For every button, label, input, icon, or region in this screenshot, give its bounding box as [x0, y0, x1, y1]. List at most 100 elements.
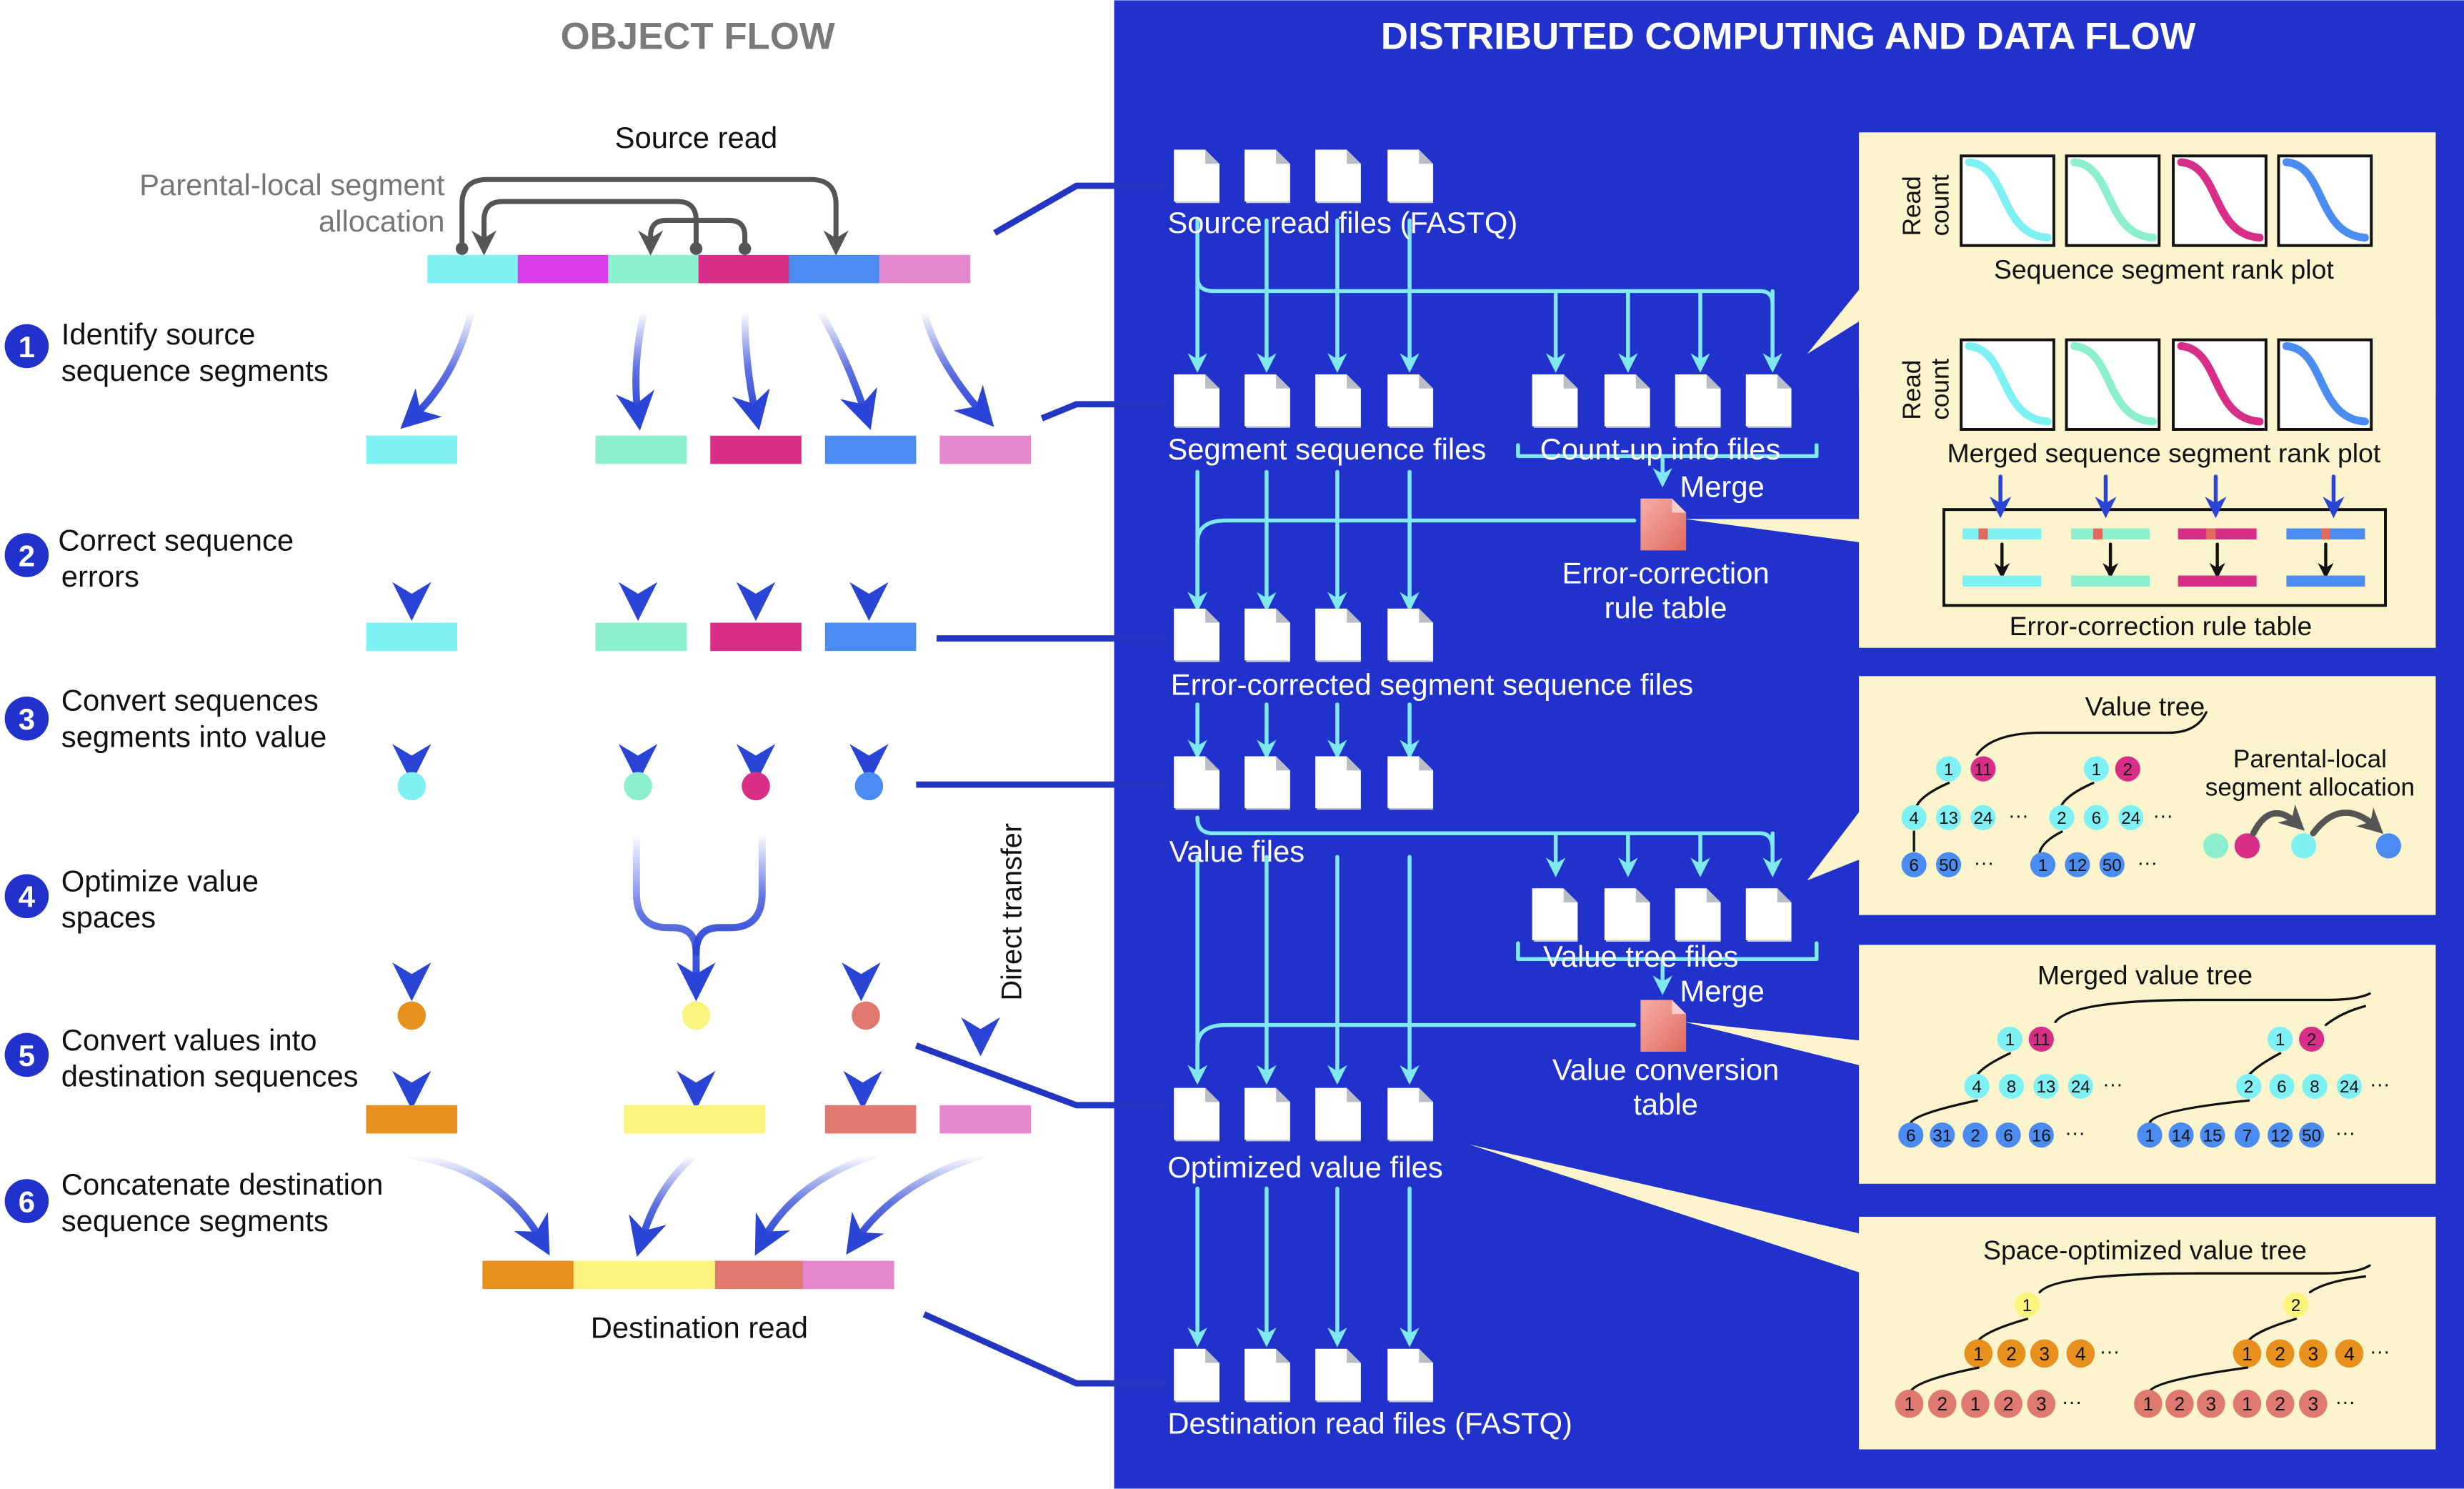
file-icon: [1675, 888, 1721, 942]
tree-label: 1: [2092, 760, 2101, 780]
tree-node: [2302, 1073, 2328, 1100]
tree-node: [2336, 1073, 2363, 1100]
step-label: segments into value: [61, 719, 327, 753]
file-icon-fold: [1276, 608, 1290, 623]
tree-node: [2137, 1122, 2163, 1148]
step-number: 6: [19, 1185, 35, 1218]
destination-segment: [366, 1105, 458, 1134]
file-icon: [1387, 608, 1434, 662]
file-icon-fold: [1347, 756, 1361, 771]
flow-arrow: [408, 1152, 550, 1256]
destination-segment: [939, 1105, 1031, 1134]
tree-edge: [1975, 1052, 2011, 1077]
identified-segment: [824, 435, 917, 464]
tree-label: 2: [2175, 1393, 2185, 1415]
step-label: Concatenate destination: [61, 1167, 384, 1201]
tree-edge: [1910, 1366, 1980, 1393]
table-file-fold: [1672, 1000, 1687, 1015]
tree-node: [1970, 756, 1996, 782]
data-flow-line: [1516, 443, 1819, 459]
step-label: Convert values into: [61, 1023, 317, 1057]
tree-ellipsis: ···: [2137, 852, 2158, 875]
rank-plot-frame: [2172, 154, 2268, 247]
rank-plot-curve: [2282, 342, 2369, 426]
value-dot: [624, 772, 652, 801]
tree-node: [1997, 1339, 2026, 1368]
file-icon-shade: [1389, 426, 1434, 428]
tree-node: [2200, 1122, 2225, 1148]
mini-allocation-arrow: [2310, 807, 2384, 837]
file-icon-fold: [1205, 1348, 1219, 1363]
source-read-segment: [517, 254, 609, 284]
tree-node: [2299, 1389, 2328, 1418]
tree-label: 16: [2032, 1126, 2051, 1145]
tree-label: 3: [2308, 1343, 2319, 1365]
tree-node: [2068, 1073, 2093, 1100]
tree-label: 11: [1974, 760, 1992, 780]
rule-bar: [2286, 575, 2365, 587]
direct-transfer-label: Direct transfer: [997, 823, 1028, 1001]
file-icon: [1174, 1348, 1219, 1403]
source-read-segment: [789, 254, 880, 284]
tree-label: 1: [2242, 1393, 2253, 1415]
file-icon: [1387, 1348, 1434, 1403]
tree-edge: [2038, 830, 2063, 854]
rule-table-title: Error-correction rule table: [2010, 611, 2313, 641]
file-icon: [1245, 1348, 1290, 1403]
file-icon-shade: [1175, 1140, 1219, 1142]
file-icon: [1387, 1087, 1434, 1142]
destination-read-segment: [714, 1260, 807, 1290]
file-icon: [1604, 374, 1650, 428]
file-icon-shade: [1389, 201, 1434, 204]
tree-node: [2028, 1122, 2054, 1148]
file-icon: [1315, 149, 1361, 204]
parental-allocation-mini-label: segment allocation: [2205, 773, 2415, 801]
count-up-files-label: Count-up info files: [1540, 432, 1781, 466]
file-icon-fold: [1205, 149, 1219, 164]
tree-label: 3: [2036, 1393, 2047, 1415]
step-number-badge: [4, 1032, 49, 1077]
tree-label: 1: [1944, 760, 1953, 780]
tree-ellipsis: ···: [1974, 852, 1995, 875]
tree-label: 3: [2308, 1393, 2319, 1415]
tree-node: [2299, 1339, 2328, 1368]
file-icon-shade: [1246, 1140, 1290, 1142]
step-number: 4: [19, 880, 36, 914]
tree-label: 8: [2310, 1077, 2319, 1097]
destination-read-label: Destination read: [591, 1310, 808, 1344]
file-icon: [1245, 149, 1290, 204]
tree-edge: [1915, 782, 1950, 807]
step-label: Correct sequence: [58, 523, 294, 557]
file-icon-shade: [1676, 940, 1721, 942]
tree-node: [2030, 852, 2056, 877]
tree-label: 2: [1937, 1393, 1947, 1415]
tree-label: 3: [2206, 1393, 2217, 1415]
optimized-value-dot: [397, 1001, 427, 1030]
tree-ellipsis: ···: [2008, 805, 2029, 827]
tree-node: [1901, 852, 1927, 877]
file-icon-shade: [1246, 201, 1290, 204]
file-icon-shade: [1389, 808, 1434, 810]
file-icon-fold: [1563, 888, 1578, 903]
file-icon-shade: [1246, 660, 1290, 662]
tree-node: [2083, 756, 2109, 782]
tree-ellipsis: ···: [2062, 1390, 2083, 1413]
file-icon-fold: [1635, 888, 1650, 903]
file-icon: [1315, 1348, 1361, 1403]
file-icon: [1174, 756, 1219, 810]
file-icon-shade: [1317, 426, 1361, 428]
value-tree-files-label: Value tree files: [1543, 940, 1738, 973]
step-number: 1: [19, 330, 35, 364]
step-number-badge: [4, 533, 49, 577]
table-file-icon: [1640, 498, 1687, 551]
tree-ellipsis: ···: [2370, 1073, 2390, 1096]
identified-segment: [366, 435, 458, 464]
tree-label: 4: [1972, 1077, 1981, 1097]
file-icon-fold: [1347, 1087, 1361, 1102]
file-icon: [1745, 888, 1792, 942]
rank-plot-ylabel: count: [1927, 174, 1955, 236]
tree-node: [2265, 1389, 2295, 1418]
mini-segment-dot: [2375, 833, 2402, 859]
